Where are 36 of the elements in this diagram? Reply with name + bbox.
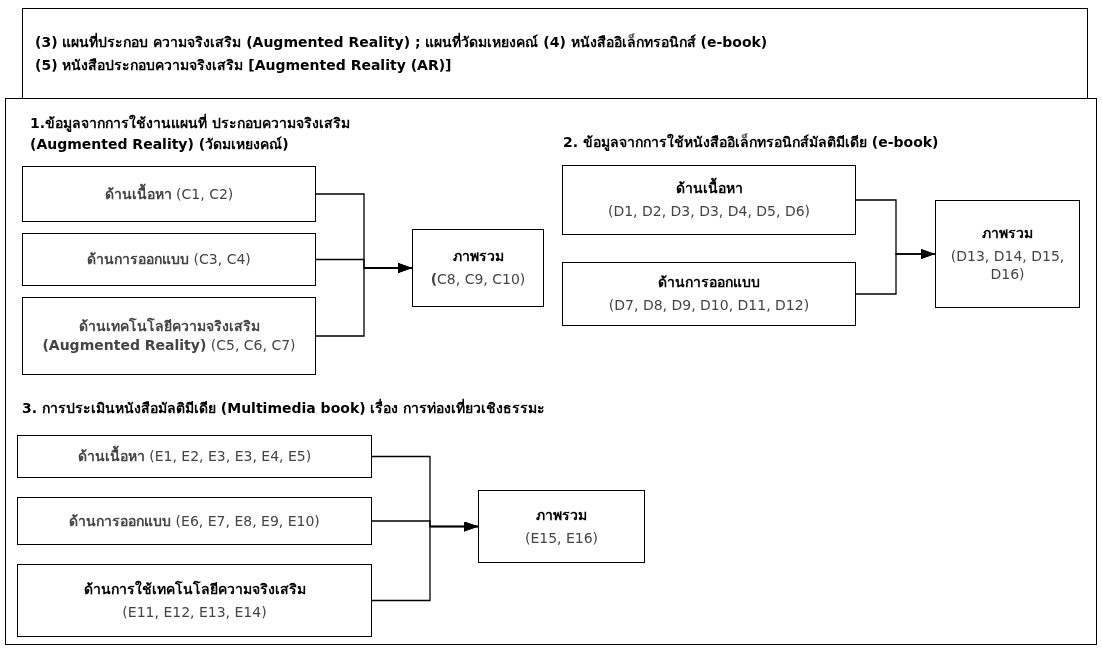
box-text: (3) แผนที่ประกอบ ความจริงเสริม (Augmented Reality) ; แผนที่วัดมเหยงคณ์ (4) หนังสืออิเล็กทรอนิกส์ (e-book): [35, 32, 768, 52]
section-heading: 2. ข้อมูลจากการใช้หนังสืออิเล็กทรอนิกส์มัลติมีเดีย (e-book): [563, 132, 940, 153]
box-text: ภาพรวม: [536, 505, 587, 525]
box-text: ด้านเนื้อหา (E1, E2, E3, E3, E4, E5): [77, 447, 312, 466]
box-text: ภาพรวม: [452, 247, 504, 266]
section-heading: 3. การประเมินหนังสือมัลติมีเดีย (Multimedia book) เรื่อง การท่องเที่ยวเชิงธรรมะ: [22, 398, 547, 418]
box-text: ด้านเทคโนโลยีความจริงเสริม (Augmented Reality) (C5, C6, C7): [41, 317, 297, 355]
text-box: [562, 165, 856, 235]
text-box: [562, 262, 856, 326]
box-text: ด้านการใช้เทคโนโลยีความจริงเสริม: [83, 579, 306, 599]
box-text: ด้านการออกแบบ (E6, E7, E8, E9, E10): [69, 511, 320, 531]
text-box: [22, 233, 316, 286]
box-text: (D13, D14, D15, D16): [949, 246, 1066, 285]
box-text: (E15, E16): [524, 528, 599, 548]
box-text: ด้านเนื้อหา (C1, C2): [104, 184, 234, 204]
box-text: (C8, C9, C10): [430, 270, 526, 289]
box-text: (5) หนังสือประกอบความจริงเสริม [Augmented Reality (AR)]: [35, 55, 452, 75]
text-box: [935, 200, 1080, 308]
box-text: ด้านการออกแบบ: [658, 273, 760, 292]
text-box: [22, 166, 316, 222]
box-text: (D7, D8, D9, D10, D11, D12): [608, 296, 810, 315]
text-box: [17, 497, 372, 545]
box-text: ภาพรวม: [982, 223, 1033, 243]
box-text: (E11, E12, E13, E14): [122, 602, 267, 622]
text-box: [17, 435, 372, 478]
text-box: [17, 564, 372, 637]
box-text: ด้านการออกแบบ (C3, C4): [87, 250, 251, 269]
text-box: [22, 8, 1088, 99]
section-heading: 1.ข้อมูลจากการใช้งานแผนที่ ประกอบความจริงเสริม (Augmented Reality) (วัดมเหยงคณ์): [30, 113, 351, 154]
connector-arrow: [371, 521, 479, 602]
text-box: [478, 490, 645, 563]
text-box: [22, 297, 316, 375]
connector-arrow: [855, 249, 936, 295]
text-box: [412, 229, 544, 307]
box-text: (D1, D2, D3, D3, D4, D5, D6): [607, 202, 811, 221]
box-text: ด้านเนื้อหา: [675, 179, 743, 198]
